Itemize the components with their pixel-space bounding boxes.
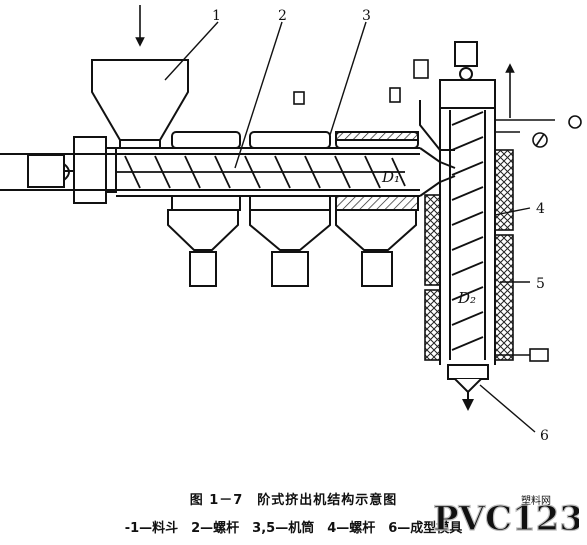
pressure-gauges	[293, 59, 429, 105]
callout-6: 6	[540, 428, 549, 444]
figure-legend: -1—料斗 2—螺杆 3,5—机筒 4—螺杆 6—成型模具	[124, 521, 463, 536]
hopper	[91, 59, 189, 148]
side-heaters	[424, 149, 514, 361]
second-stage-barrel	[439, 80, 496, 365]
callout-1: 1	[212, 8, 221, 24]
watermark-text: PVC123	[433, 499, 579, 539]
vent-piping	[495, 63, 582, 148]
transfer-channel	[419, 100, 456, 183]
second-stage-screw	[451, 111, 484, 351]
bottom-heaters	[171, 195, 419, 211]
figure-title: 图 1－7 阶式挤出机结构示意图	[189, 493, 398, 508]
top-heaters	[171, 131, 419, 149]
dimension-d1: D₁	[381, 168, 400, 186]
first-stage-screw	[116, 155, 406, 189]
drive-motor	[27, 154, 74, 188]
callout-3: 3	[362, 8, 371, 24]
callout-2: 2	[278, 8, 287, 24]
dimension-d2: D₂	[457, 289, 476, 307]
cooling-units	[167, 209, 417, 287]
callout-4: 4	[536, 201, 545, 217]
watermark-logo: PVC123 塑料网	[432, 494, 579, 540]
thermocouple	[495, 348, 549, 362]
watermark-subtext: 塑料网	[521, 494, 551, 507]
callout-5: 5	[536, 276, 545, 292]
forming-die	[447, 364, 489, 411]
gearbox	[73, 136, 117, 204]
vertical-drive	[439, 41, 496, 109]
callout-leaders	[164, 21, 536, 433]
